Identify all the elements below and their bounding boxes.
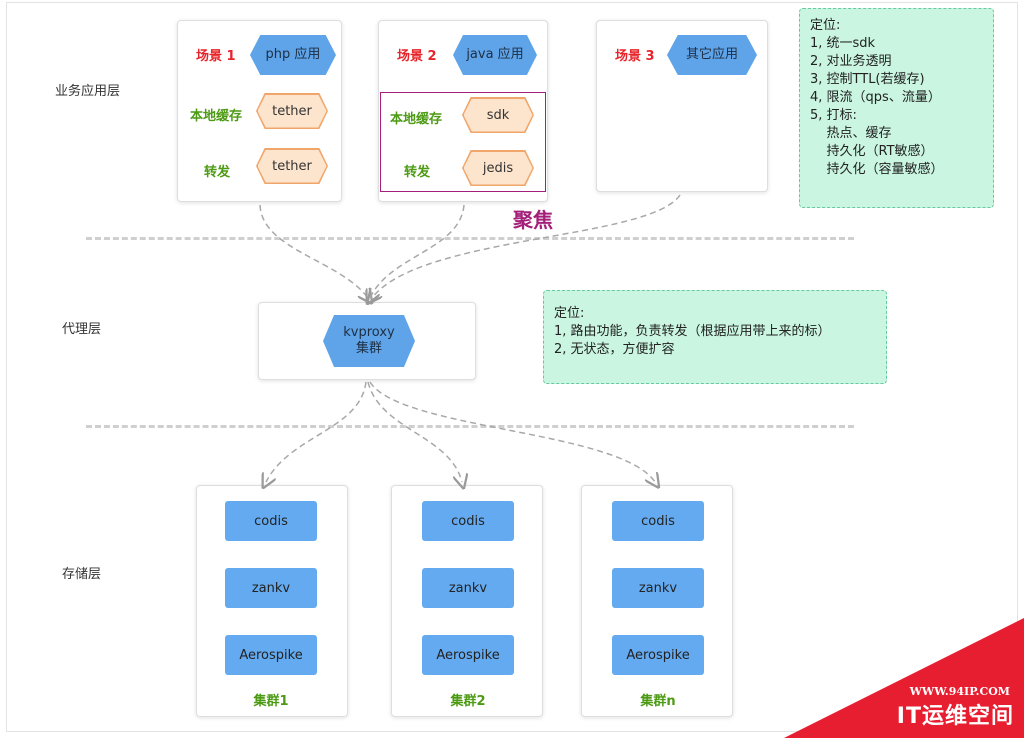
cluster-2-zankv: zankv [422, 568, 514, 608]
arrow-proxy-to-cluster-2 [367, 381, 462, 482]
note-line: 5, 打标: [810, 108, 857, 123]
arrow-scene2-to-proxy [370, 204, 465, 298]
note-line: 定位: [810, 18, 841, 33]
cluster-n-name: 集群n [640, 694, 676, 709]
note-line: 2, 对业务透明 [810, 54, 892, 69]
layer-separator-2 [86, 425, 854, 428]
scene-2-label: 场景 2 [397, 49, 437, 64]
scene-3-app: 其它应用 [667, 35, 757, 75]
note-line: 2, 无状态，方便扩容 [554, 342, 675, 357]
scene-1-row-2-node: tether [256, 148, 328, 184]
arrow-proxy-to-cluster-n [369, 381, 655, 482]
watermark-name: IT运维空间 [896, 704, 1014, 729]
scene-1-app: php 应用 [250, 35, 336, 75]
positioning-note-proxy: 定位: 1, 路由功能，负责转发（根据应用带上来的标） 2, 无状态，方便扩容 [543, 290, 887, 384]
cluster-n-zankv: zankv [612, 568, 704, 608]
note-line: 1, 统一sdk [810, 36, 876, 51]
proxy-card: kvproxy 集群 [258, 302, 476, 380]
scene-3-card: 场景 3 其它应用 [596, 20, 768, 192]
kvproxy-line-2: 集群 [355, 341, 382, 356]
cluster-1-name: 集群1 [253, 694, 289, 709]
scene-2-row-1-label: 本地缓存 [390, 112, 443, 127]
kvproxy-node: kvproxy 集群 [323, 315, 415, 367]
cluster-2-codis: codis [422, 501, 514, 541]
layer-separator-1 [86, 237, 854, 240]
cluster-2-name: 集群2 [450, 694, 486, 709]
cluster-n-codis: codis [612, 501, 704, 541]
note-line: 3, 控制TTL(若缓存) [810, 72, 925, 87]
scene-1-row-1-label: 本地缓存 [190, 109, 243, 124]
scene-2-row-2-node: jedis [462, 150, 534, 186]
scene-1-label: 场景 1 [196, 49, 236, 64]
layer-label-storage: 存储层 [62, 567, 102, 582]
note-line: 持久化（RT敏感） [810, 144, 934, 159]
kvproxy-line-1: kvproxy [343, 324, 395, 340]
scene-2-app: java 应用 [453, 35, 537, 75]
note-line: 热点、缓存 [810, 126, 892, 141]
watermark-url: WWW.94IP.COM [909, 685, 1010, 698]
scene-2-row-1-node: sdk [462, 97, 534, 133]
cluster-card-2: codis zankv Aerospike 集群2 [391, 485, 543, 717]
layer-label-proxy: 代理层 [62, 322, 102, 337]
arrow-scene1-to-proxy [259, 204, 368, 298]
note-line: 1, 路由功能，负责转发（根据应用带上来的标） [554, 324, 831, 339]
focus-label: 聚焦 [513, 208, 553, 232]
cluster-2-aerospike: Aerospike [422, 635, 514, 675]
note-line: 定位: [554, 306, 585, 321]
cluster-1-aerospike: Aerospike [225, 635, 317, 675]
arrow-proxy-to-cluster-1 [266, 381, 367, 482]
positioning-note-business: 定位: 1, 统一sdk 2, 对业务透明 3, 控制TTL(若缓存) 4, 限… [799, 8, 994, 208]
cluster-n-aerospike: Aerospike [612, 635, 704, 675]
layer-label-business: 业务应用层 [55, 84, 121, 99]
scene-2-row-2-label: 转发 [404, 165, 431, 180]
note-line: 持久化（容量敏感） [810, 162, 944, 177]
scene-1-row-1-node: tether [256, 93, 328, 129]
cluster-1-zankv: zankv [225, 568, 317, 608]
scene-3-label: 场景 3 [615, 49, 655, 64]
note-line: 4, 限流（qps、流量） [810, 90, 941, 105]
cluster-1-codis: codis [225, 501, 317, 541]
focus-box [380, 92, 546, 192]
scene-1-card: 场景 1 php 应用 本地缓存 tether 转发 tether [177, 20, 342, 202]
scene-1-row-2-label: 转发 [204, 165, 231, 180]
arrow-scene3-to-proxy [372, 194, 681, 298]
